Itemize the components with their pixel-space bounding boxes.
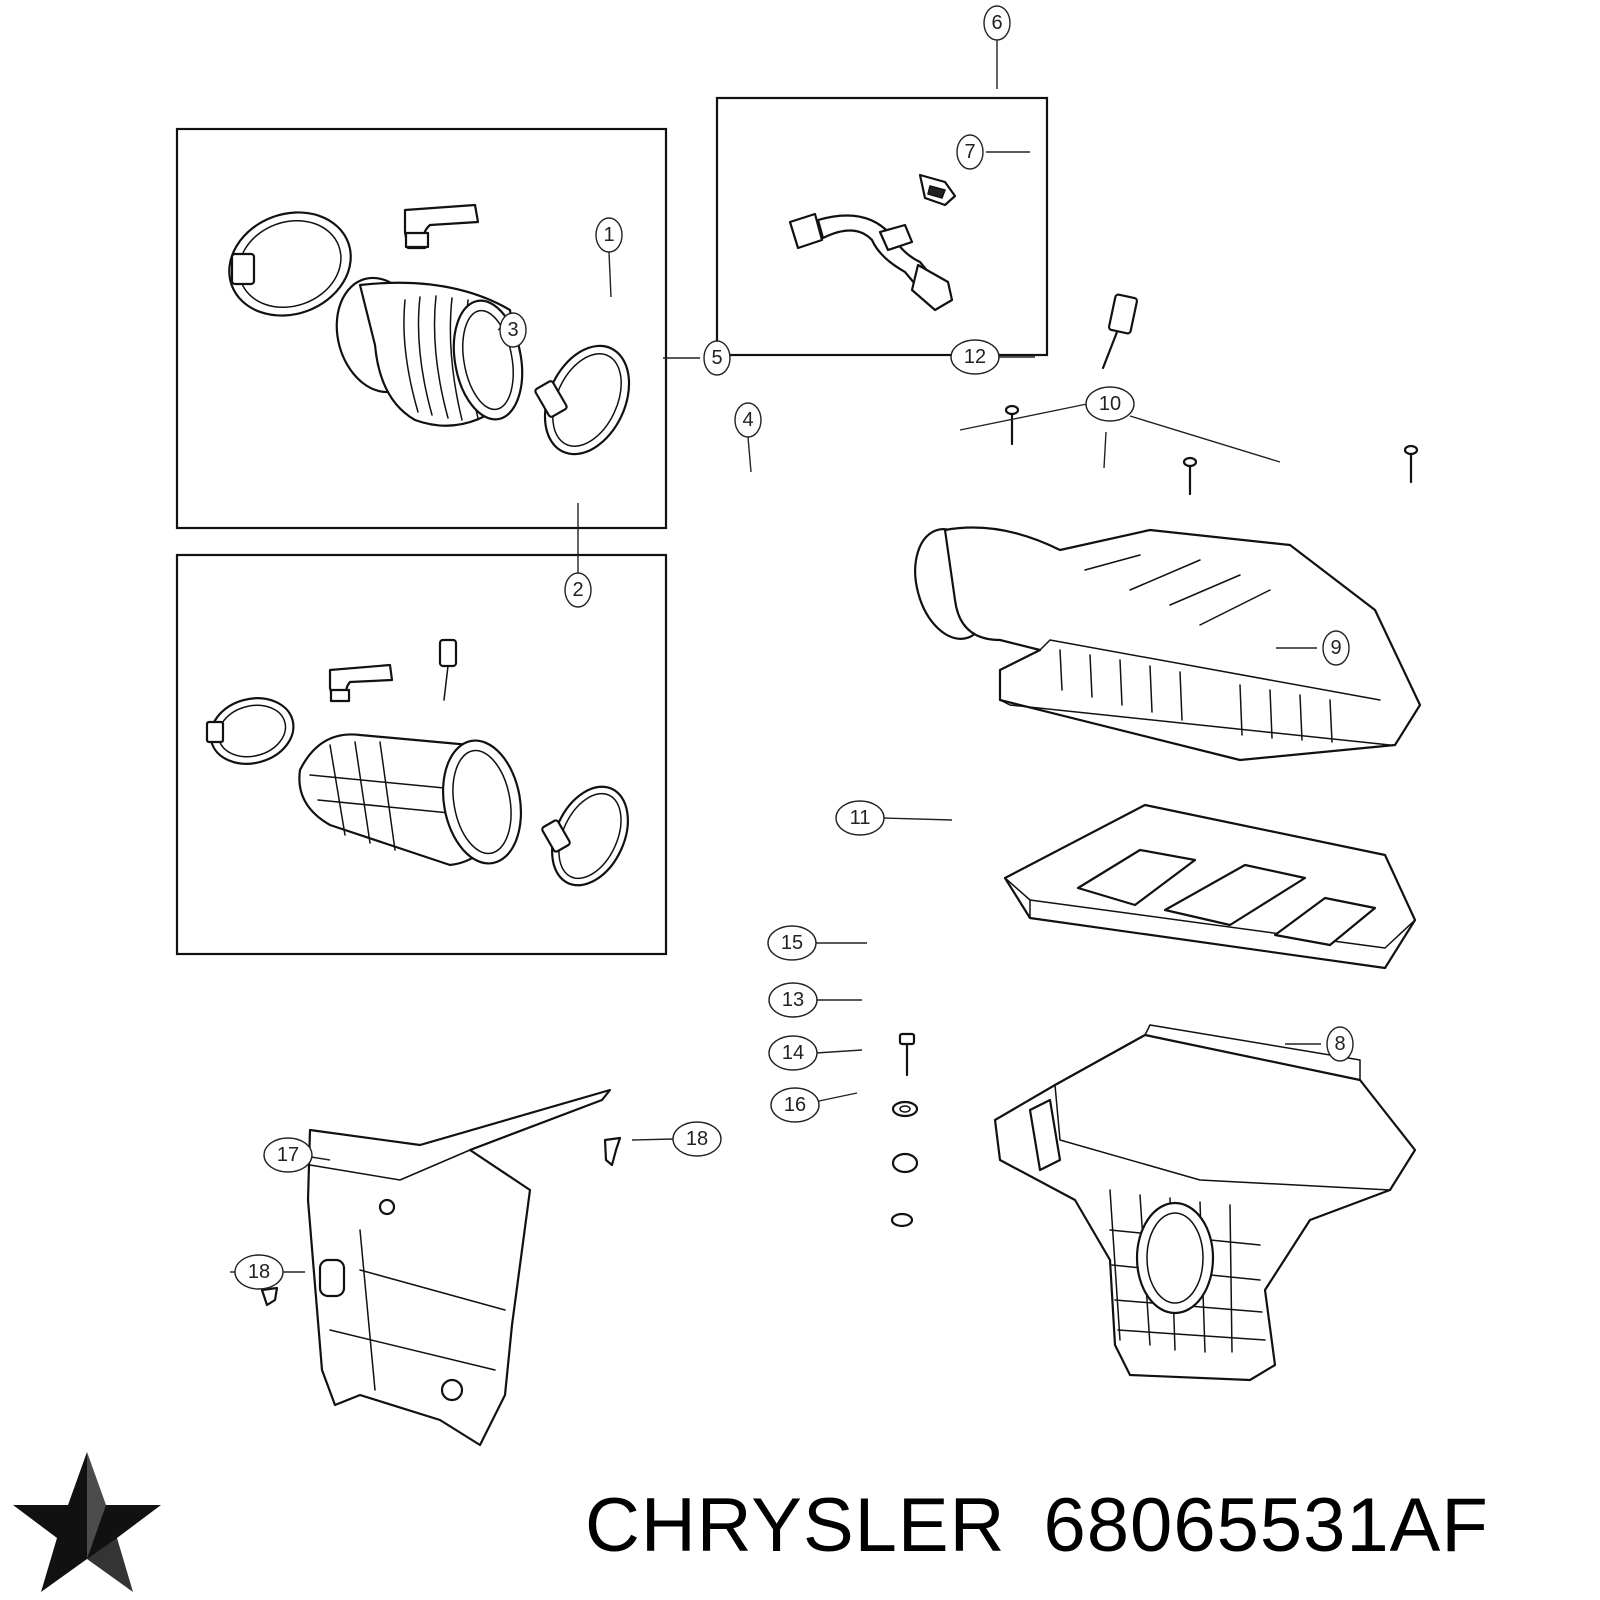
callout-label: 18: [686, 1128, 708, 1150]
screws: [1004, 404, 1419, 496]
callout-10: 10: [1085, 386, 1135, 422]
callout-16: 16: [770, 1087, 820, 1123]
upper-left-frame: [175, 127, 668, 530]
heat-shield: [306, 1088, 612, 1447]
callout-3: 3: [499, 312, 527, 348]
hose-kit-frame: [715, 96, 1049, 357]
leader-lines: [230, 40, 1321, 1273]
air-temperature-sensor: [1101, 293, 1139, 370]
air-box-cover: [914, 526, 1422, 762]
callout-label: 16: [784, 1094, 806, 1116]
small-fasteners: [890, 1032, 919, 1228]
part-number: 68065531AF: [1043, 1483, 1489, 1568]
callout-15: 15: [767, 925, 817, 961]
upper-duct-assembly: [228, 203, 631, 456]
callout-label: 18: [248, 1261, 270, 1283]
lower-duct-assembly: [205, 638, 629, 887]
callout-label: 15: [781, 932, 803, 954]
callout-1: 1: [595, 217, 623, 253]
callout-label: 2: [572, 579, 583, 601]
callout-18-shield-clip: 18: [234, 1254, 284, 1290]
callout-4: 4: [734, 402, 762, 438]
brand-name: CHRYSLER: [585, 1483, 1006, 1568]
callout-label: 13: [782, 989, 804, 1011]
callout-5: 5: [703, 340, 731, 376]
hose-kit: [788, 173, 957, 312]
callout-13: 13: [768, 982, 818, 1018]
callout-label: 5: [711, 347, 722, 369]
callout-14: 14: [768, 1035, 818, 1071]
callout-label: 9: [1330, 637, 1341, 659]
callout-17: 17: [263, 1137, 313, 1173]
callout-6: 6: [983, 5, 1011, 41]
callout-11: 11: [835, 800, 885, 836]
callout-label: 6: [991, 12, 1002, 34]
callout-2: 2: [564, 572, 592, 608]
callout-label: 11: [850, 807, 871, 829]
air-filter: [1003, 803, 1417, 970]
callout-label: 10: [1099, 393, 1121, 415]
callout-7: 7: [956, 134, 984, 170]
callout-18-clip: 18: [672, 1121, 722, 1157]
clips: [260, 1136, 622, 1307]
callout-label: 12: [964, 346, 986, 368]
callout-label: 7: [964, 141, 975, 163]
callout-label: 3: [507, 319, 518, 341]
lower-left-frame: [175, 553, 668, 956]
callout-9: 9: [1322, 630, 1350, 666]
callout-8: 8: [1326, 1026, 1354, 1062]
air-box-base: [993, 1024, 1417, 1382]
callout-label: 17: [277, 1144, 299, 1166]
callout-label: 1: [603, 224, 614, 246]
callout-label: 14: [782, 1042, 804, 1064]
callout-label: 4: [742, 409, 753, 431]
chrysler-pentastar-icon: [13, 1452, 161, 1592]
callout-12: 12: [950, 339, 1000, 375]
callout-label: 8: [1334, 1033, 1345, 1055]
